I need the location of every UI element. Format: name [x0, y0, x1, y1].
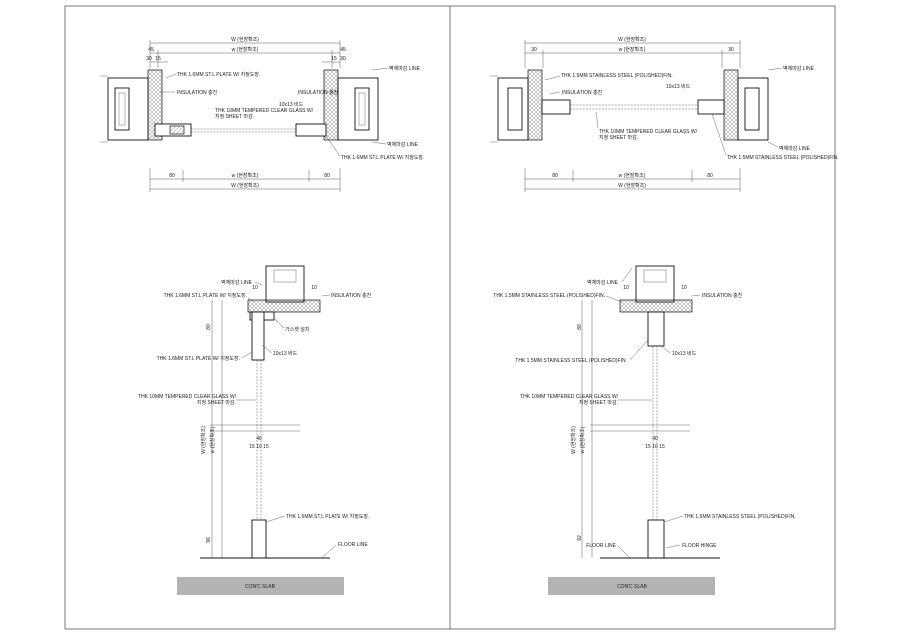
dim-bottom-total: W (현장확조): [618, 182, 646, 189]
dim-10-right: 10: [681, 285, 687, 291]
slab-label: CON'C SLAB: [617, 584, 648, 590]
label-hinge: FLOOR HINGE: [682, 543, 717, 549]
label-wall-line-bottom: 벽체마감 LINE: [387, 141, 419, 148]
dim-w-total: W (현장확조): [570, 426, 577, 454]
label-plate-mid: THK 1.6MM ST.L PLATE W/ 지정도장.: [157, 355, 240, 362]
dim-45-right: 45: [340, 47, 346, 53]
dim-top-inner: w (현장확조): [232, 46, 259, 53]
dim-10-left: 10: [252, 285, 258, 291]
dim-sub: 15 10 15: [249, 444, 269, 450]
label-glass: THK 10MM TEMPERED CLEAR GLASS W/: [520, 394, 619, 400]
dim-w-inner: w (현장확조): [579, 426, 586, 453]
dim-30-right: 30: [340, 56, 346, 62]
label-insulation: INSULATION 충진: [562, 89, 603, 96]
label-plate-bottom: THK 1.6MM ST.L PLATE W/ 지정도장.: [341, 154, 424, 161]
label-wall-line-bottom: 벽체마감 LINE: [779, 145, 811, 152]
dim-w-total: W (현장확조): [200, 426, 207, 454]
label-bead: 10x13 비드: [672, 350, 697, 357]
label-plate-top: THK 1.6MM ST.L PLATE W/ 지정도장.: [164, 292, 247, 299]
label-ss-top: THK 1.5MM STAINLESS STEEL (POLISHED)FIN.: [493, 293, 605, 299]
label-insulation: INSULATION 충진: [177, 89, 218, 96]
dim-bottom-inner: w (현장확조): [619, 172, 646, 179]
dim-15-left: 15: [155, 56, 161, 62]
left-plan-detail: W (현장확조) w (현장확조) 45 45 30 15 15 30 THK …: [100, 36, 424, 192]
slab-label: CON'C SLAB: [245, 584, 276, 590]
dim-15-right: 15: [331, 56, 337, 62]
dim-30-left: 30: [146, 56, 152, 62]
label-glass2: 지정 SHEET 마감.: [197, 399, 236, 406]
label-ss-mid: THK 1.5MM STAINLESS STEEL (POLISHED)FIN.: [515, 358, 627, 364]
right-plan-detail: W (현장확조) w (현장확조) 30 30 THK 1.5MM STAINL…: [490, 36, 839, 192]
label-glass: THK 10MM TEMPERED CLEAR GLASS W/: [138, 394, 237, 400]
label-ss-bottom: THK 1.5MM STAINLESS STEEL (POLISHED)FIN.: [727, 155, 839, 161]
dim-45-left: 45: [148, 47, 154, 53]
label-gasket: 가스켓 설치: [285, 326, 309, 333]
dim-top-total: W (현장확조): [618, 36, 646, 43]
dim-80-right: 80: [707, 173, 713, 179]
label-insulation: INSULATION 충진: [331, 292, 372, 299]
dim-40: 40: [256, 436, 262, 442]
label-floor: FLOOR LINE: [338, 542, 368, 548]
label-plate-bottom: THK 1.6MM ST.L PLATE W/ 지정도장.: [286, 513, 369, 520]
dim-bottom-inner: w (현장확조): [232, 172, 259, 179]
label-plate-top: THK 1.6MM ST.L PLATE W/ 지정도장.: [177, 71, 260, 78]
dim-80: 80: [577, 324, 583, 330]
label-glass: THK 10MM TEMPERED CLEAR GLASS W/: [215, 108, 314, 114]
label-wall-line: 벽체마감 LINE: [587, 279, 619, 286]
dim-bottom: 92: [577, 535, 583, 541]
label-glass2: 지정 SHEET 마감.: [579, 399, 618, 406]
label-glass2: 지정 SHEET 마감.: [215, 113, 254, 120]
dim-80-left: 80: [169, 173, 175, 179]
label-bead: 10x13 비드: [273, 350, 298, 357]
dim-10-left: 10: [623, 285, 629, 291]
dim-w-inner: w (현장확조): [209, 426, 216, 453]
dim-bottom-total: W (현장확조): [231, 182, 259, 189]
dim-sub: 15 10 15: [645, 444, 665, 450]
dim-top-total: W (현장확조): [231, 36, 259, 43]
label-wall-line: 벽체마감 LINE: [389, 65, 421, 72]
dim-10-right: 10: [311, 285, 317, 291]
label-insulation: INSULATION 충진: [702, 292, 743, 299]
label-glass2: 지정 SHEET 마감.: [599, 134, 638, 141]
dim-40: 40: [652, 436, 658, 442]
left-section-detail: CON'C SLAB 80 W (현장확조) w (현장확조) 96 10 10…: [138, 265, 372, 595]
dim-30-right: 30: [728, 47, 734, 53]
dim-30-left: 30: [531, 47, 537, 53]
dim-80-right: 80: [324, 173, 330, 179]
dim-bottom: 96: [206, 537, 212, 543]
dim-top-inner: w (현장확조): [619, 46, 646, 53]
label-bead: 10x13 비드: [666, 83, 691, 90]
label-wall-line: 벽체마감 LINE: [783, 65, 815, 72]
label-wall-line: 벽체마감 LINE: [221, 279, 253, 286]
label-ss-top: THK 1.5MM STAINLESS STEEL (POLISHED)FIN.: [561, 73, 673, 79]
label-floor: FLOOR LINE: [586, 543, 616, 549]
right-section-detail: CON'C SLAB 80 W (현장확조) w (현장확조) 92 10 10…: [493, 265, 796, 595]
dim-80-left: 80: [552, 173, 558, 179]
label-ss-bottom: THK 1.5MM STAINLESS STEEL (POLISHED)FIN.: [684, 514, 796, 520]
dim-80: 80: [206, 324, 212, 330]
label-bead: 10x13 비드: [279, 101, 304, 108]
label-glass: THK 10MM TEMPERED CLEAR GLASS W/: [599, 129, 698, 135]
label-insulation-right: INSULATION 충진: [298, 89, 339, 96]
